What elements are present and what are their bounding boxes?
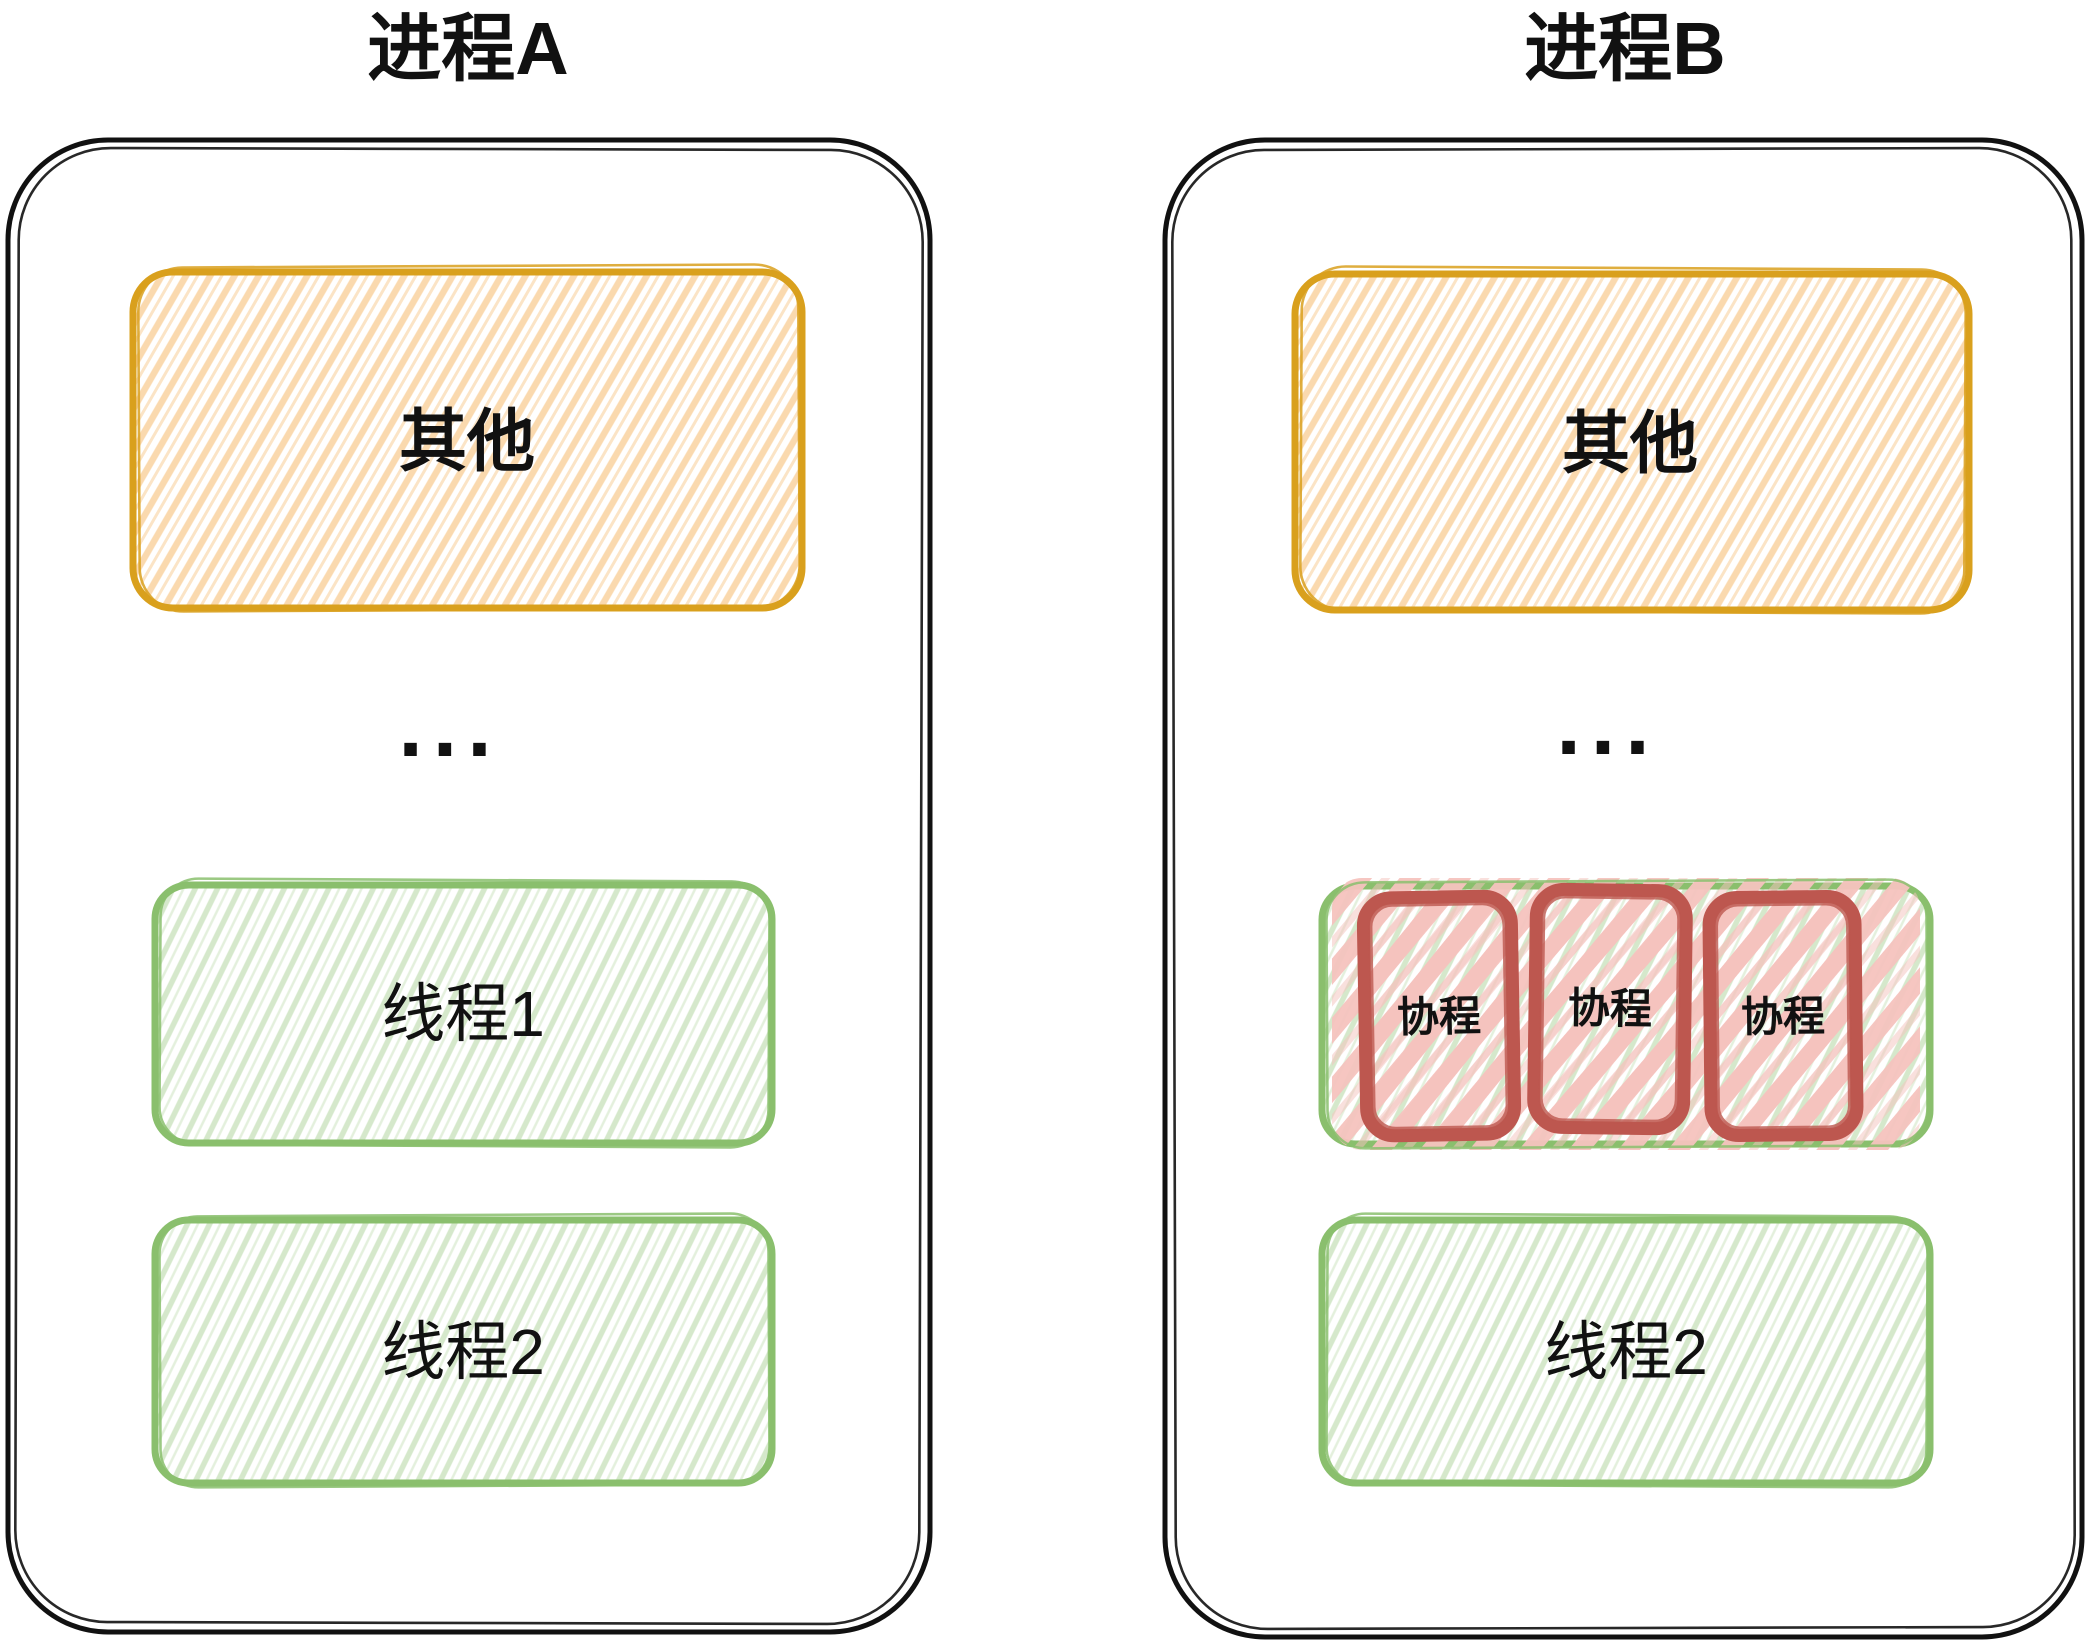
- coroutine-box-2-label: 协程: [1568, 984, 1653, 1032]
- thread1-box-b-sketchline: [1325, 878, 1929, 1150]
- process-b-thread2-box: 线程2: [1318, 1212, 1934, 1489]
- thread2-box-b-label: 线程2: [1544, 1316, 1708, 1388]
- coroutine-box-3-sketchline: [1714, 901, 1852, 1131]
- other-box-b: [1291, 270, 1973, 614]
- process-a-container: [5, 137, 933, 1635]
- coroutine-box-3-label: 协程: [1741, 993, 1826, 1041]
- coroutine-box-1-border: [1356, 889, 1522, 1143]
- other-box-b-sketchline: [1299, 265, 1967, 615]
- other-box-b-label: 其他: [1562, 406, 1698, 482]
- thread2-box-b: [1318, 1216, 1934, 1487]
- coroutine-box-3-border: [1702, 890, 1864, 1142]
- thread1-box-a-sketchline: [158, 877, 771, 1149]
- coroutine-box-1: 协程: [1356, 889, 1522, 1143]
- process-b-container-sketchline: [1171, 146, 2076, 1631]
- process-b-other-box: 其他: [1291, 265, 1973, 615]
- coroutine-box-2-border: [1527, 882, 1693, 1136]
- thread1-box-a: [151, 881, 776, 1147]
- thread2-box-a-sketchline: [158, 1212, 771, 1489]
- other-box-a-sketchline: [137, 263, 801, 613]
- coroutine-box-2-sketchline: [1538, 894, 1682, 1124]
- thread2-box-a-label: 线程2: [381, 1316, 545, 1388]
- thread2-box-b-sketchline: [1325, 1212, 1929, 1489]
- other-box-a-label: 其他: [399, 404, 535, 480]
- other-box-a: [129, 268, 806, 612]
- process-a-thread1-box: 线程1: [151, 877, 776, 1149]
- coroutine-box-1-label: 协程: [1397, 992, 1482, 1040]
- ellipsis-b: ...: [1556, 674, 1659, 773]
- process-b-title: 进程B: [1524, 7, 1725, 90]
- process-a-container-sketchline: [14, 146, 924, 1626]
- process-a-thread2-box: 线程2: [151, 1212, 776, 1489]
- process-b-container: [1162, 137, 2085, 1640]
- thread2-box-a: [151, 1216, 776, 1487]
- process-a-other-box: 其他: [129, 263, 806, 613]
- coroutine-box-3: 协程: [1702, 890, 1864, 1142]
- process-a-title: 进程A: [367, 7, 568, 90]
- coroutine-box-2: 协程: [1527, 882, 1693, 1136]
- process-b-thread1-box: 协程 协程 协程: [1318, 878, 1934, 1150]
- process-b: 进程B 其他 ... 协程: [1162, 7, 2085, 1640]
- coroutine-box-1-sketchline: [1368, 901, 1510, 1131]
- thread1-box-a-label: 线程1: [381, 978, 545, 1050]
- ellipsis-a: ...: [398, 676, 501, 775]
- process-a: 进程A 其他 ... 线程1 线程2: [5, 7, 933, 1635]
